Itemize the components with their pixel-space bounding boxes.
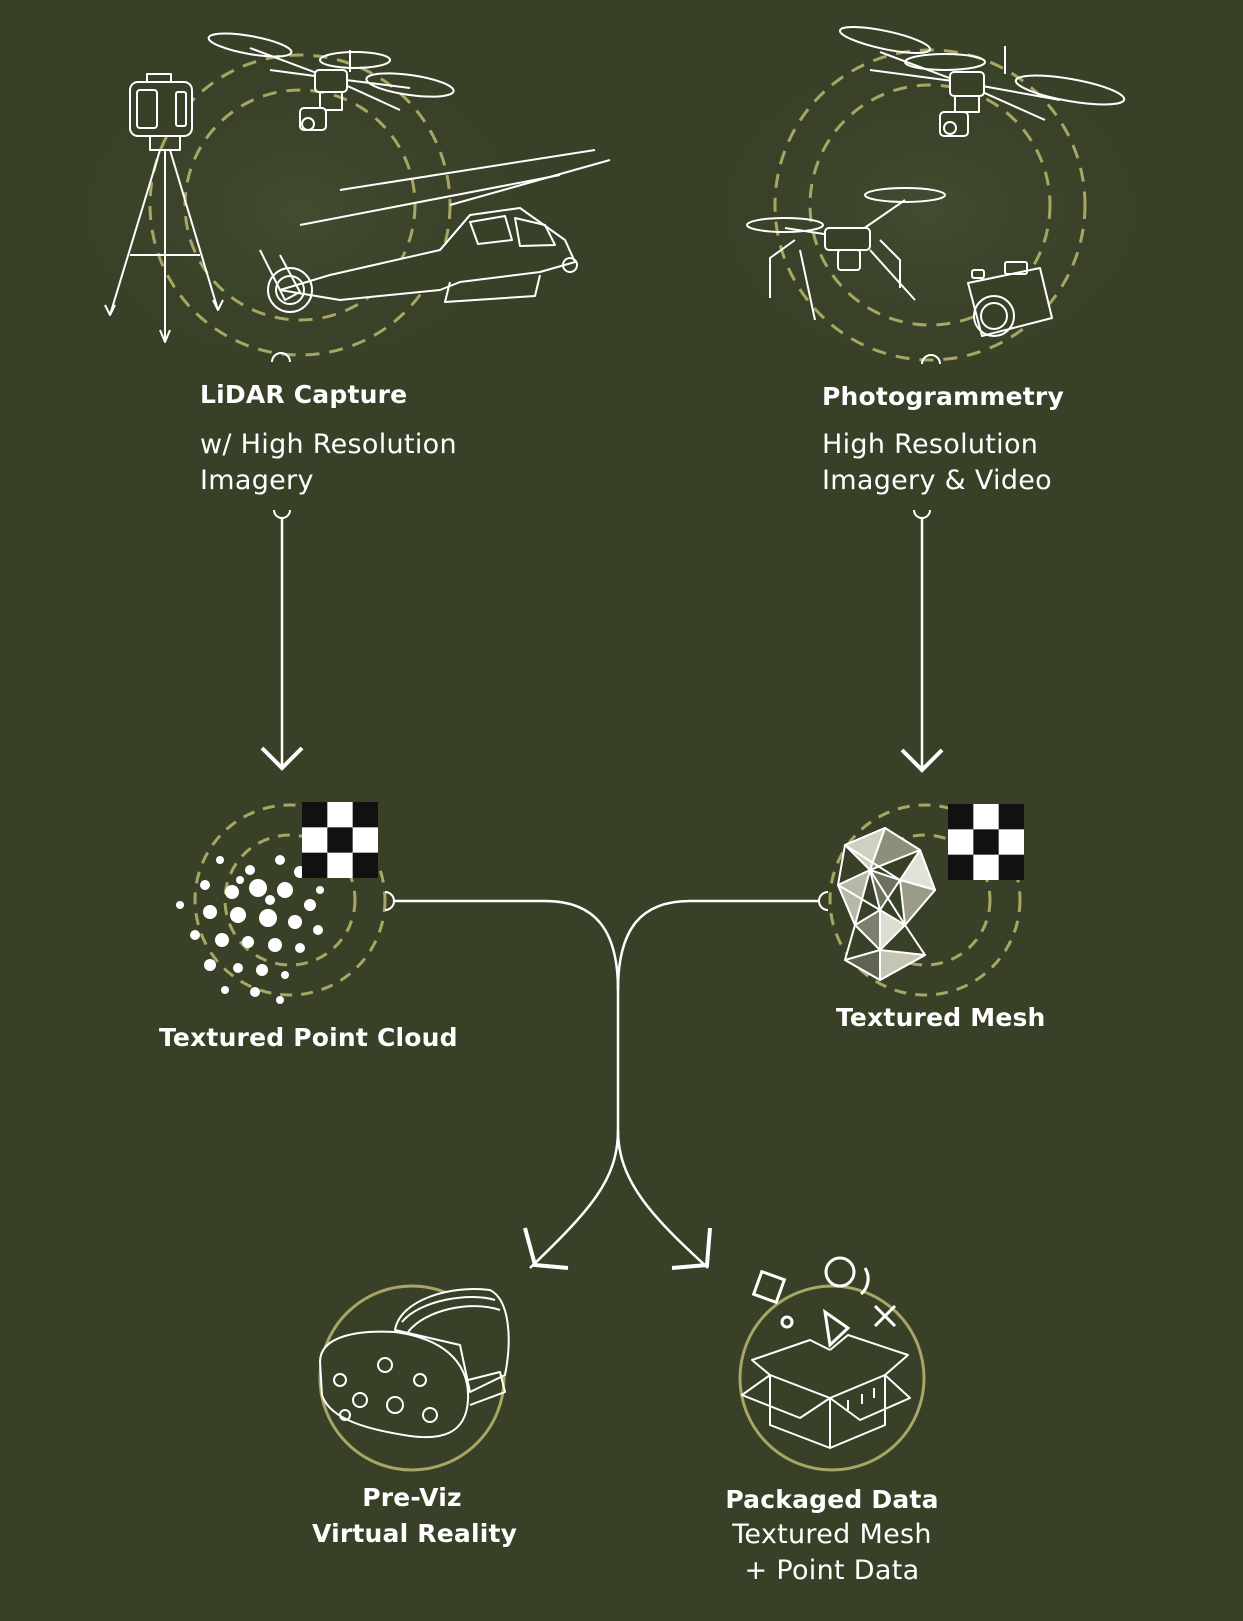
point-cloud-dot <box>304 899 316 911</box>
point-cloud-dot <box>236 876 244 884</box>
mesh-icon <box>837 827 936 981</box>
point-cloud-dot <box>190 930 200 940</box>
mesh-dashed-rings <box>828 803 1022 997</box>
vr-title-line1: Pre-Viz <box>362 1483 462 1512</box>
arrow-photogrammetry-to-mesh <box>900 509 944 773</box>
circle-icon <box>780 1256 870 1329</box>
point-cloud-dot <box>281 971 289 979</box>
checkerboard-cell <box>948 854 974 880</box>
point-cloud-dot <box>245 865 255 875</box>
mesh-title: Textured Mesh <box>836 1003 1046 1032</box>
arrow-to-package-head <box>671 1227 712 1270</box>
point-cloud-dot <box>265 895 275 905</box>
point-cloud-dot <box>316 886 324 894</box>
point-cloud-dot <box>204 959 216 971</box>
photogrammetry-connector <box>921 354 941 365</box>
point-cloud-dashed-rings <box>193 803 387 997</box>
vr-illustration <box>318 1284 510 1472</box>
point-cloud-dot <box>203 905 217 919</box>
checkerboard-cell <box>302 852 328 878</box>
photogrammetry-illustration <box>680 26 1180 390</box>
point-cloud-dot <box>215 933 229 947</box>
mesh-connector <box>818 891 829 911</box>
lidar-subtitle-line2: Imagery <box>200 465 314 496</box>
point-cloud-dot <box>221 986 229 994</box>
checkerboard-icon <box>302 802 378 878</box>
point-cloud-dot <box>242 936 254 948</box>
checkerboard-cell <box>352 802 378 828</box>
arrow-to-vr-head <box>523 1227 569 1270</box>
open-box-icon <box>741 1334 911 1449</box>
checkerboard-cell <box>302 802 328 828</box>
mesh-illustration <box>818 803 1024 997</box>
point-cloud-dot <box>268 938 282 952</box>
point-cloud-dot <box>230 907 246 923</box>
package-title: Packaged Data <box>725 1485 939 1514</box>
triangle-icon <box>822 1308 851 1349</box>
checkerboard-icon <box>948 804 1024 880</box>
point-cloud-dot <box>200 880 210 890</box>
vr-title-line2: Virtual Reality <box>312 1519 518 1548</box>
camera-icon <box>967 261 1053 337</box>
x-icon <box>873 1304 897 1328</box>
package-subtitle-line2: + Point Data <box>744 1555 920 1586</box>
laser-scanner-icon <box>104 73 224 343</box>
lidar-illustration <box>40 30 611 390</box>
point-cloud-dot <box>233 963 243 973</box>
point-cloud-dot <box>295 943 305 953</box>
square-icon <box>751 1269 787 1305</box>
package-subtitle-line1: Textured Mesh <box>732 1519 932 1550</box>
point-cloud-illustration <box>176 802 395 1004</box>
point-cloud-dot <box>313 925 323 935</box>
point-cloud-title: Textured Point Cloud <box>159 1023 458 1052</box>
point-cloud-dot <box>288 915 302 929</box>
point-cloud-dot <box>259 909 277 927</box>
helicopter-icon <box>259 149 611 313</box>
point-cloud-icon <box>176 855 324 1004</box>
vr-headset-icon <box>319 1288 510 1439</box>
point-cloud-dot <box>249 879 267 897</box>
merge-connector-lines <box>393 899 820 1270</box>
photogrammetry-subtitle-line1: High Resolution <box>822 429 1039 460</box>
photogrammetry-title: Photogrammetry <box>822 382 1064 411</box>
drone-icon <box>207 32 455 131</box>
point-cloud-dot <box>176 901 184 909</box>
package-illustration <box>738 1256 926 1472</box>
point-cloud-dot <box>277 882 293 898</box>
checkerboard-cell <box>998 804 1024 830</box>
point-cloud-dot <box>276 996 284 1004</box>
checkerboard-cell <box>352 852 378 878</box>
lidar-connector <box>271 352 291 363</box>
arrow-lidar-to-point-cloud <box>260 509 304 771</box>
checkerboard-cell <box>948 804 974 830</box>
checkerboard-cell <box>998 854 1024 880</box>
point-cloud-dot <box>256 964 268 976</box>
point-cloud-dot <box>250 987 260 997</box>
checkerboard-cell <box>327 827 353 853</box>
point-cloud-dot <box>275 855 285 865</box>
photogrammetry-subtitle-line2: Imagery & Video <box>822 465 1053 496</box>
drone-icon <box>838 26 1126 137</box>
checkerboard-cell <box>973 829 999 855</box>
lidar-title: LiDAR Capture <box>200 380 408 409</box>
lidar-subtitle-line1: w/ High Resolution <box>200 429 457 460</box>
point-cloud-dot <box>216 856 224 864</box>
quadcopter-icon <box>746 187 946 321</box>
point-cloud-dot <box>225 885 239 899</box>
